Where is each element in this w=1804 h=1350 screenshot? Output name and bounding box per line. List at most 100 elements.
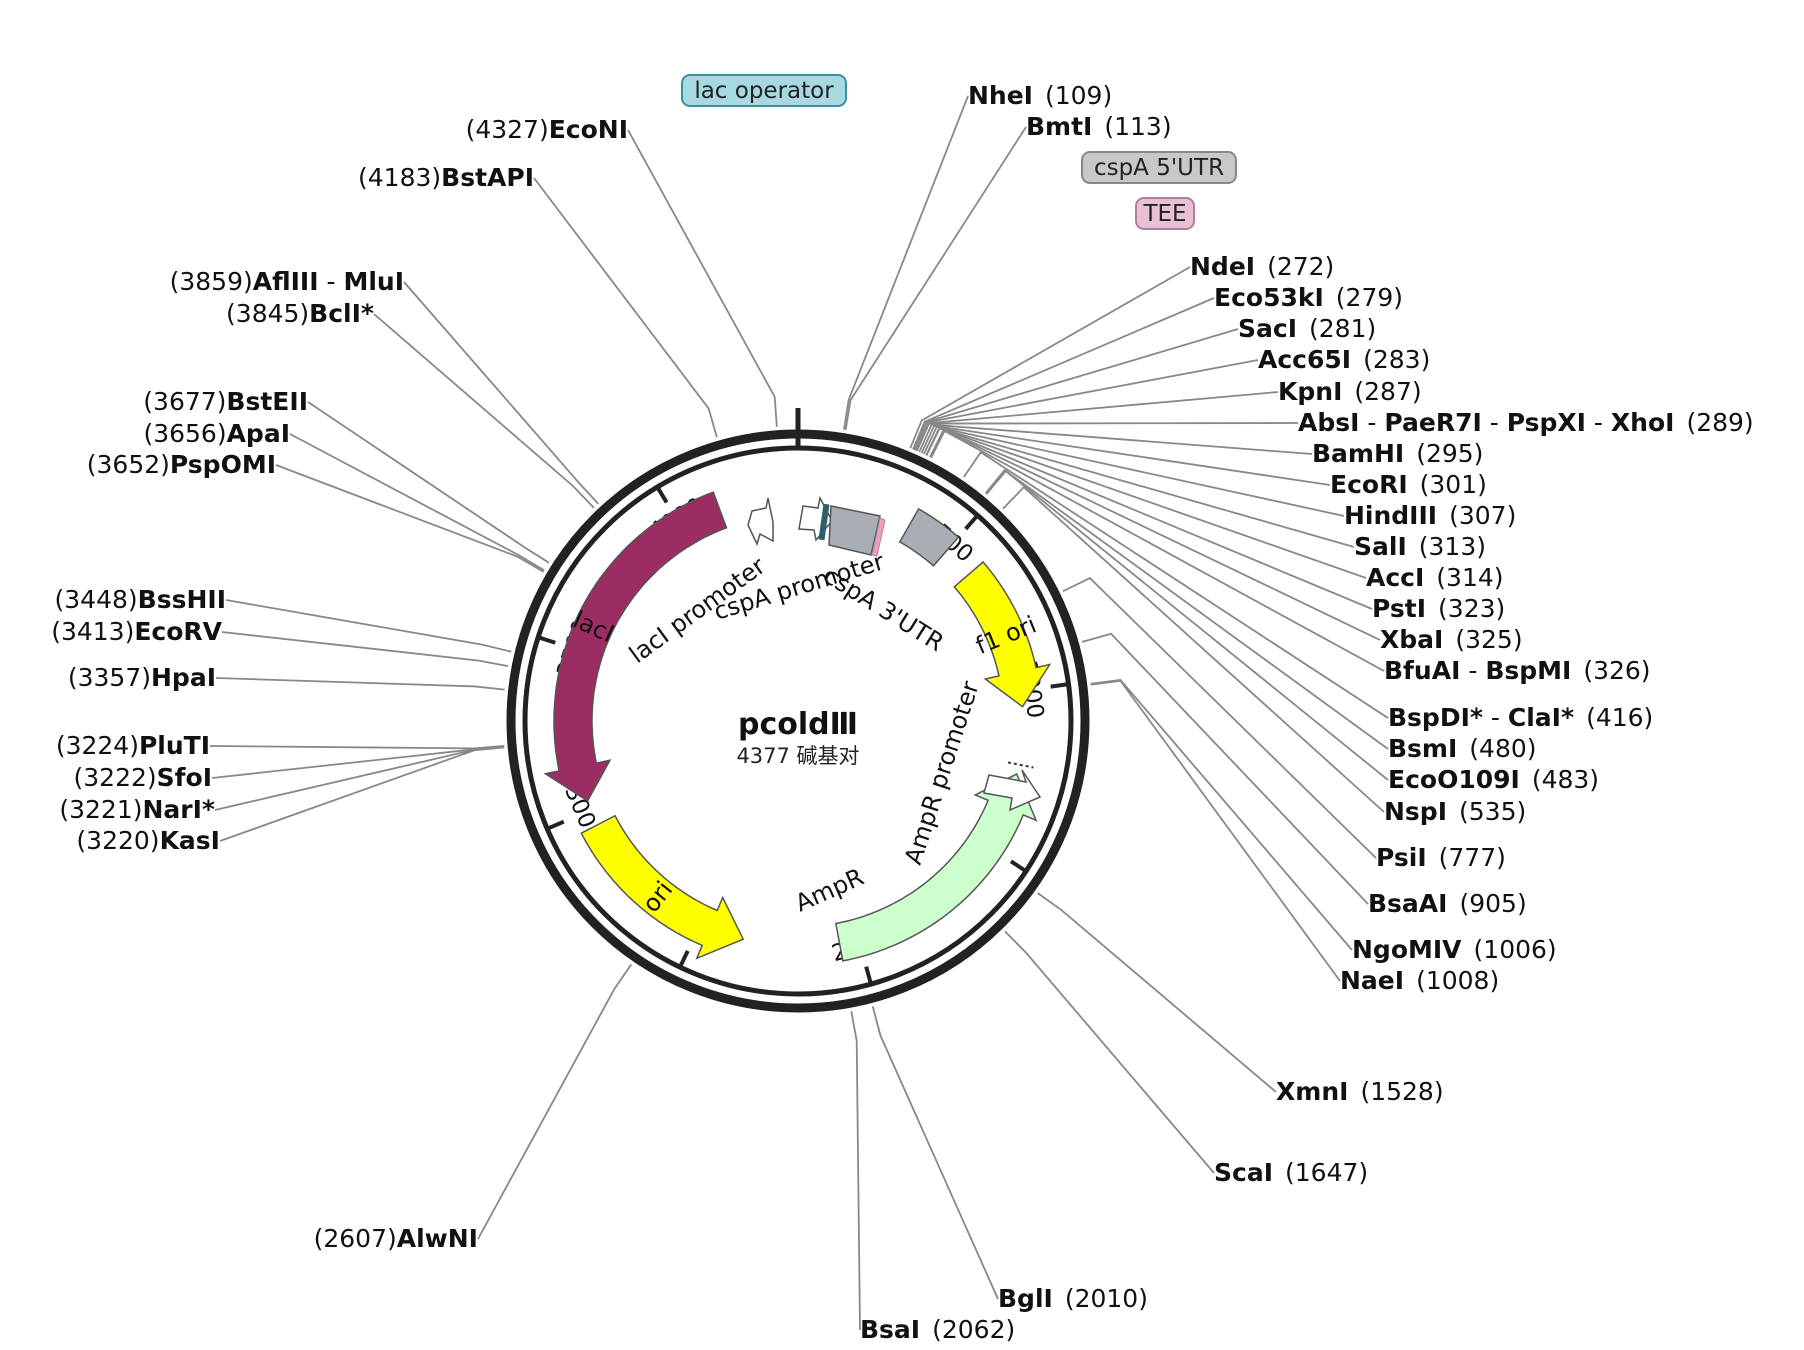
site-label-sfoi: (3222)SfoI <box>74 763 213 792</box>
leader-line <box>211 745 505 779</box>
leader-line <box>1002 485 1385 813</box>
leader-line <box>844 126 1027 431</box>
lacI-promoter-arrow <box>747 497 774 547</box>
leader-line <box>289 433 545 572</box>
site-label-sali: SalI(313) <box>1354 532 1486 561</box>
leader-line <box>918 423 1313 455</box>
feature-f1-ori: f1 ori <box>953 560 1052 708</box>
site-label-nari-: (3221)NarI* <box>59 795 215 824</box>
leader-line <box>920 424 1331 486</box>
leader-line <box>215 677 505 691</box>
site-label-hindiii: HindIII(307) <box>1344 501 1516 530</box>
origin-markers <box>747 495 1042 812</box>
tick-mark <box>1009 859 1029 874</box>
feature-shape <box>834 772 1038 962</box>
lac-operator-text: lac operator <box>694 78 834 104</box>
leader-line <box>913 359 1259 451</box>
site-label-econi: (4327)EcoNI <box>466 115 628 144</box>
site-label-hpai: (3357)HpaI <box>68 663 216 692</box>
leader-line <box>1090 679 1341 982</box>
site-label-bfuai-bspmi: BfuAI - BspMI(326) <box>1384 656 1651 685</box>
site-label-ndei: NdeI(272) <box>1190 252 1334 281</box>
site-label-eco53ki: Eco53kI(279) <box>1214 283 1403 312</box>
leader-line <box>1004 930 1215 1174</box>
cspA-5utr-box <box>1081 151 1237 184</box>
feature-ampr <box>834 772 1038 962</box>
tick-mark <box>864 966 874 987</box>
cspA-5utr-text: cspA 5'UTR <box>1094 155 1224 181</box>
site-label-alwni: (2607)AlwNI <box>314 1224 478 1253</box>
feature-shape <box>898 507 960 567</box>
tee-box <box>1135 197 1195 230</box>
site-label-nspi: NspI(535) <box>1384 797 1526 826</box>
tick-mark <box>654 484 669 504</box>
site-label-scai: ScaI(1647) <box>1214 1158 1368 1187</box>
feature-cspa-3-utr <box>898 507 960 567</box>
leader-line <box>209 744 505 750</box>
site-label-pluti: (3224)PluTI <box>56 731 210 760</box>
site-label-ecoo109i: EcoO109I(483) <box>1388 765 1599 794</box>
leader-line <box>985 469 1389 781</box>
site-label-bamhi: BamHI(295) <box>1312 439 1483 468</box>
lac-operator-marker <box>818 503 830 541</box>
site-label-nhei: NheI(109) <box>968 81 1112 110</box>
site-label-saci: SacI(281) <box>1238 314 1376 343</box>
site-label-pspomi: (3652)PspOMI <box>87 450 276 479</box>
feature-shape <box>580 814 745 960</box>
feature-label-cspA-3utr: cspA 3'UTR <box>819 561 949 657</box>
leader-line <box>403 281 599 505</box>
lac-operator-box <box>681 74 847 107</box>
plasmid-name: pcoldⅢ <box>738 707 858 742</box>
tee-text: TEE <box>1142 201 1186 227</box>
leader-line <box>963 451 1389 719</box>
leader-line <box>925 427 1367 579</box>
site-label-psii: PsiI(777) <box>1376 843 1506 872</box>
ampR-promoter-overlap <box>1007 761 1034 769</box>
tick-mark <box>535 634 556 645</box>
site-labels: NheI(109)BmtI(113)NdeI(272)Eco53kI(279)S… <box>51 81 1754 1344</box>
leader-line <box>477 963 632 1240</box>
leader-line <box>909 266 1191 449</box>
leader-line <box>1081 632 1369 905</box>
boxed-label-cspA-5utr: cspA 5'UTR <box>1081 151 1237 184</box>
leader-line <box>912 328 1239 451</box>
site-label-bsaai: BsaAI(905) <box>1368 889 1527 918</box>
site-label-afliii-mlui: (3859)AflIII - MluI <box>170 267 404 296</box>
leader-line <box>843 95 969 430</box>
site-label-bsteii: (3677)BstEII <box>143 387 308 416</box>
site-label-bstapi: (4183)BstAPI <box>358 163 534 192</box>
feature-shape <box>953 560 1052 708</box>
leader-line <box>984 468 1389 750</box>
site-label-bsmi: BsmI(480) <box>1388 734 1537 763</box>
site-label-bsai: BsaI(2062) <box>860 1315 1015 1344</box>
cspA-5utr-marker <box>828 505 881 556</box>
leader-line <box>373 313 595 509</box>
boxed-label-tee: TEE <box>1135 197 1195 230</box>
tick-mark <box>964 512 981 531</box>
site-label-psti: PstI(323) <box>1372 594 1505 623</box>
boxed-labels: lac operator cspA 5'UTR TEE <box>681 74 1237 230</box>
site-label-kasi: (3220)KasI <box>76 826 220 855</box>
leader-line <box>923 426 1345 517</box>
site-label-kpni: KpnI(287) <box>1278 377 1422 406</box>
leader-line <box>916 422 1299 452</box>
site-label-apai: (3656)ApaI <box>143 419 290 448</box>
leader-line <box>533 177 718 438</box>
site-label-xmni: XmnI(1528) <box>1276 1077 1444 1106</box>
site-label-absi-paer7i-pspxi-xhoi: AbsI - PaeR7I - PspXI - XhoI(289) <box>1298 408 1754 437</box>
site-label-bmti: BmtI(113) <box>1026 112 1172 141</box>
leader-line <box>307 401 550 564</box>
leader-line <box>850 1010 861 1331</box>
site-label-acci: AccI(314) <box>1366 563 1504 592</box>
site-label-bspdi-clai-: BspDI* - ClaI*(416) <box>1388 703 1653 732</box>
leader-line <box>1062 576 1377 859</box>
feature-ori: ori <box>580 814 745 960</box>
leader-line <box>214 746 505 811</box>
center-title: pcoldⅢ 4377 碱基对 <box>736 707 859 768</box>
tee-marker <box>871 517 886 557</box>
site-label-bgli: BglI(2010) <box>998 1284 1148 1313</box>
site-label-ecori: EcoRI(301) <box>1330 470 1487 499</box>
site-label-ecorv: (3413)EcoRV <box>51 617 222 646</box>
